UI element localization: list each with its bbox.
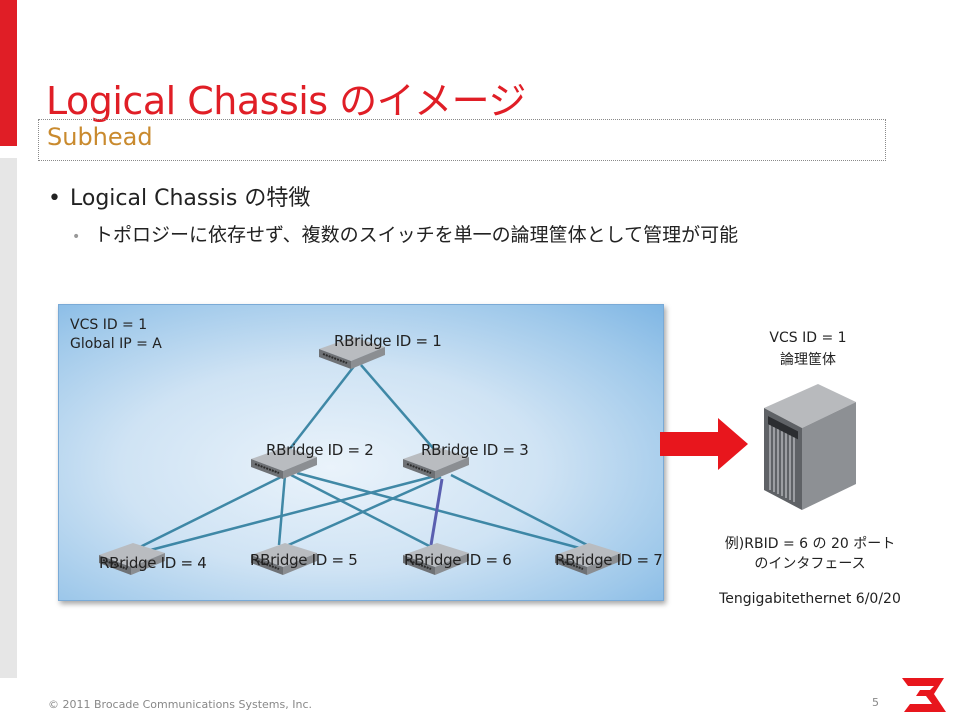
switch-icon: [555, 543, 621, 575]
rbridge-label-7: RBridge ID = 7: [555, 551, 663, 569]
rbridge-switch-2: [249, 445, 317, 479]
subhead-box: Subhead: [38, 119, 886, 161]
rbridge-label-1: RBridge ID = 1: [334, 332, 442, 350]
rbridge-switch-7: [553, 541, 621, 575]
rbridge-switch-1: [317, 335, 385, 369]
link-2-7: [296, 471, 588, 552]
accent-bar-gray: [0, 158, 17, 678]
rbridge-switch-3: [401, 445, 469, 479]
rbridge-label-5: RBridge ID = 5: [250, 551, 358, 569]
interface-name: Tengigabitethernet 6/0/20: [719, 591, 901, 607]
rbridge-switch-5: [249, 541, 317, 575]
switch-icon: [403, 447, 469, 479]
link-3-7: [450, 473, 592, 549]
rbridge-label-4: RBridge ID = 4: [99, 554, 207, 572]
brocade-b-logo-icon: [902, 678, 946, 712]
rbridge-label-2: RBridge ID = 2: [266, 441, 374, 459]
slide-title: Logical Chassis のイメージ: [46, 79, 526, 123]
chassis-label: 論理筐体: [780, 352, 836, 368]
link-1-3: [360, 364, 440, 456]
sub-bullet-text: トポロジーに依存せず、複数のスイッチを単一の論理筐体として管理が可能: [94, 224, 739, 246]
bullet-text: Logical Chassis の特徴: [70, 186, 311, 211]
bullet-level2: • トポロジーに依存せず、複数のスイッチを単一の論理筐体として管理が可能: [72, 220, 738, 247]
link-2-4: [133, 473, 286, 552]
subhead-text: Subhead: [47, 123, 153, 151]
switch-icon: [251, 447, 317, 479]
switch-icon: [319, 337, 385, 369]
link-3-4: [138, 473, 440, 555]
right-vcs-id: VCS ID = 1: [769, 330, 847, 346]
vcs-id-label: VCS ID = 1: [70, 317, 148, 333]
sub-bullet-dot-icon: •: [72, 229, 81, 245]
rbridge-label-6: RBridge ID = 6: [404, 551, 512, 569]
link-3-6: [429, 478, 444, 546]
link-2-5: [277, 474, 287, 546]
accent-bar-red: [0, 0, 17, 146]
switch-icon: [403, 543, 469, 575]
switch-icon: [251, 543, 317, 575]
rbridge-switch-4: [97, 541, 165, 575]
global-ip-label: Global IP = A: [70, 336, 162, 352]
fabric-diagram-panel: VCS ID = 1 Global IP = A RBridge ID = 1 …: [58, 304, 664, 601]
right-arrow-icon: [660, 418, 748, 470]
bullet-dot-icon: •: [48, 186, 61, 211]
link-1-2: [284, 364, 356, 456]
rbridge-label-3: RBridge ID = 3: [421, 441, 529, 459]
example-line-2: のインタフェース: [754, 556, 866, 572]
chassis-icon: [764, 384, 856, 510]
example-line-1: 例)RBID = 6 の 20 ポート: [724, 536, 896, 552]
switch-icon: [99, 543, 165, 575]
page-number: 5: [872, 696, 879, 709]
link-3-5: [283, 475, 442, 549]
copyright-text: © 2011 Brocade Communications Systems, I…: [48, 698, 313, 711]
bullet-level1: • Logical Chassis の特徴: [48, 180, 310, 212]
fabric-links: [133, 364, 592, 555]
rbridge-switch-6: [401, 541, 469, 575]
